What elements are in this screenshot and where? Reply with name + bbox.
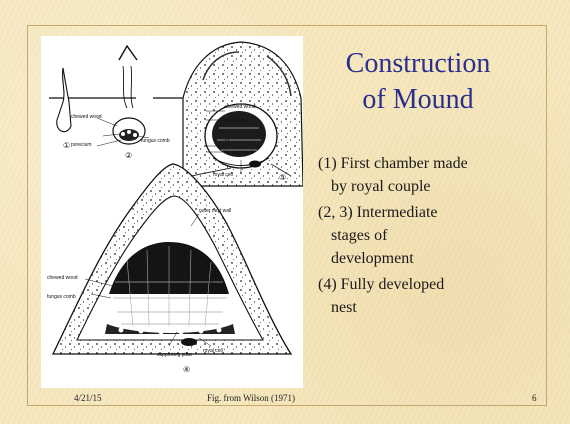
slide-title: Construction of Mound — [318, 46, 518, 118]
bullet-line: nest — [318, 296, 558, 319]
label-fungus-comb-3: fungus comb — [225, 150, 254, 156]
label-chewed-wood-2: chewed wood — [71, 114, 102, 120]
bullet-line: development — [318, 247, 558, 270]
bullet-item: (1) First chamber made by royal couple — [318, 152, 558, 198]
bullet-line: (4) Fully developed — [318, 273, 558, 296]
bullet-item: (2, 3) Intermediate stages of developmen… — [318, 201, 558, 270]
label-id-4: id — [209, 279, 213, 285]
label-fungus-comb-4: fungus comb — [47, 294, 76, 300]
mound-illustration: chewed wood porecium fungus comb chewed … — [41, 36, 303, 388]
title-line-1: Construction — [318, 46, 518, 82]
footer-source: Fig. from Wilson (1971) — [207, 393, 295, 403]
slide-number: 6 — [532, 393, 537, 403]
stage1-number: ① — [63, 141, 70, 150]
label-outer-nest-wall: outer nest wall — [199, 208, 231, 214]
label-royal-cell-4: royal cell — [203, 348, 223, 354]
stage3-mound — [183, 42, 303, 186]
title-line-2: of Mound — [318, 82, 518, 118]
label-chewed-wood-3: chewed wood — [225, 104, 256, 110]
stage1-chamber — [57, 68, 71, 132]
bullet-list: (1) First chamber made by royal couple (… — [318, 152, 558, 322]
label-id-3: id — [225, 138, 229, 144]
termite-mound-figure: chewed wood porecium fungus comb chewed … — [41, 36, 303, 388]
label-fungus-comb-2: fungus comb — [141, 138, 170, 144]
stage2-chamber — [113, 46, 145, 144]
bullet-item: (4) Fully developed nest — [318, 273, 558, 319]
label-royal-cell-3: royal cell — [213, 172, 233, 178]
stage2-number: ② — [125, 151, 132, 160]
label-supporting-pillar: supporting pillar — [157, 352, 193, 358]
bullet-line: stages of — [318, 224, 558, 247]
stage4-mound — [53, 164, 291, 354]
label-chewed-wood-4: chewed wood — [47, 275, 78, 281]
stage3-number: ③ — [279, 173, 286, 182]
label-porecium-3: porecium — [225, 118, 246, 124]
stage4-number: ④ — [183, 365, 190, 374]
footer-date: 4/21/15 — [74, 393, 102, 403]
bullet-line: by royal couple — [318, 175, 558, 198]
bullet-line: (2, 3) Intermediate — [318, 201, 558, 224]
label-porecium-2: porecium — [71, 142, 92, 148]
bullet-line: (1) First chamber made — [318, 152, 558, 175]
